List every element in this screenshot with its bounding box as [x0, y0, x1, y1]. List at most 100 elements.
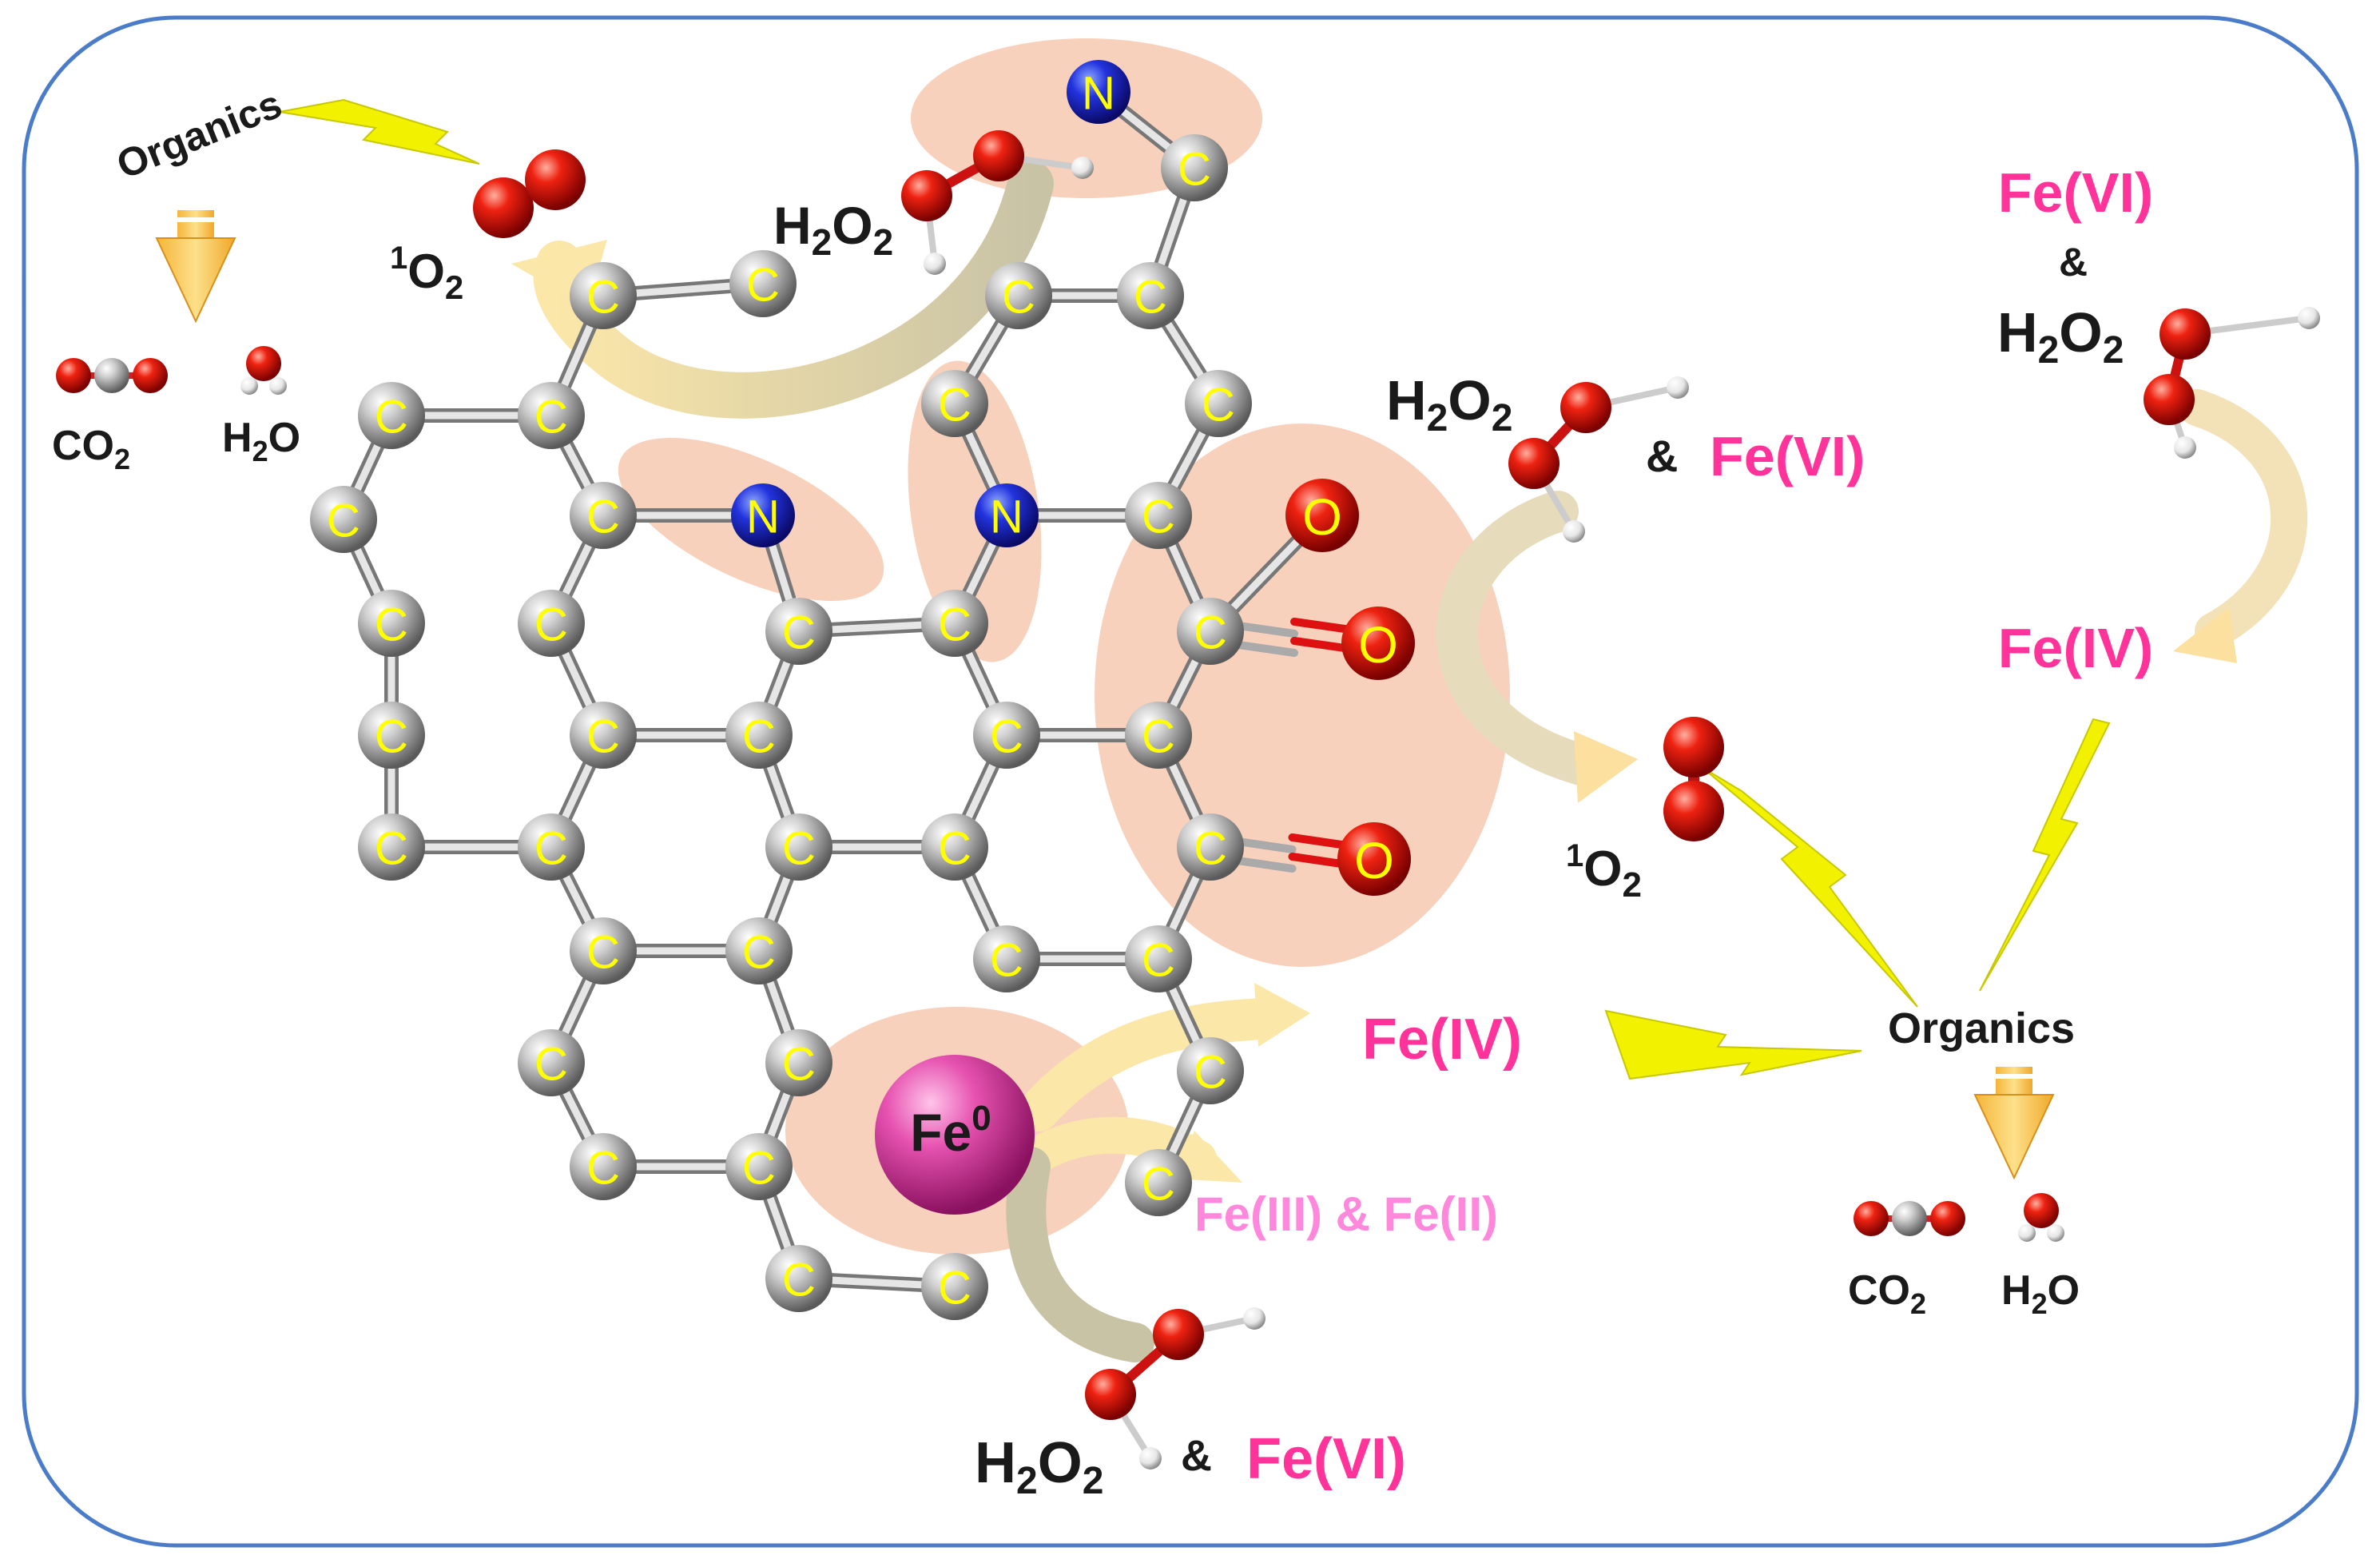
atom-symbol: C: [782, 607, 816, 659]
oxygen-atom: [2159, 308, 2211, 360]
atom-symbol: C: [1002, 272, 1035, 324]
h2o-right-h: H: [2001, 1267, 2032, 1314]
hydrogen-atom: [1563, 520, 1585, 543]
atom-symbol: N: [1082, 68, 1115, 120]
carbon-atom: [94, 358, 129, 393]
organics-right-label: Organics: [1888, 1004, 2075, 1052]
carbon-atom: C: [985, 262, 1052, 329]
singlet-o2-mid-label: O: [1583, 841, 1622, 897]
atom-symbol: C: [586, 1143, 620, 1195]
atom-symbol: C: [938, 380, 971, 432]
atom-symbol: C: [1134, 272, 1167, 324]
carbon-atom: C: [973, 925, 1040, 992]
hydrogen-atom: [1243, 1307, 1265, 1330]
hydrogen-atom: [2047, 1224, 2064, 1242]
h2o-right-molecule: [2018, 1193, 2064, 1242]
carbon-atom: C: [765, 1245, 832, 1312]
atom-symbol: C: [327, 495, 360, 547]
oxygen-atom: [1663, 781, 1724, 841]
singlet-o2-mid-sup: 1: [1566, 838, 1583, 873]
h2o2-bottom-molecule: [1085, 1307, 1265, 1470]
lightning-organics-o2: [1701, 766, 1918, 1008]
co2-top-left-molecule: [56, 358, 168, 393]
h2o2-mid-o: O: [1448, 369, 1491, 432]
h2o-right-o: O: [2048, 1267, 2080, 1314]
nitrogen-atom: N: [1067, 60, 1130, 124]
oxygen-atom: [1663, 717, 1724, 778]
oxygen-atom: [2144, 374, 2195, 425]
carbon-atom: C: [518, 813, 585, 881]
hydrogen-atom: [269, 377, 287, 395]
atom-symbol: N: [990, 491, 1023, 543]
curve-h2o2-to-fe4-right: [2179, 389, 2307, 650]
svg-text:H2O2: H2O2: [975, 1431, 1103, 1502]
nitrogen-atom: N: [731, 483, 795, 547]
h2o2-top-molecule: [901, 130, 1094, 275]
atom-symbol: C: [375, 599, 408, 651]
carbon-atom: C: [725, 1133, 793, 1200]
atom-symbol: C: [1142, 1159, 1175, 1211]
carbon-atom: C: [570, 482, 637, 549]
h2o-top-left-h: H: [222, 415, 252, 461]
atom-symbol: C: [782, 823, 816, 875]
amp-bottom: &: [1181, 1432, 1212, 1480]
carbon-atom: C: [1161, 134, 1228, 201]
atom-symbol: C: [375, 823, 408, 875]
carbon-atom: C: [1125, 925, 1192, 992]
co2-top-left-label: CO: [52, 423, 114, 469]
atom-symbol: O: [1358, 616, 1398, 674]
lightning-organics-fe4-left: [1604, 1009, 1862, 1080]
oxygen-atom: [973, 130, 1024, 181]
arrowhead-fe4: [1254, 983, 1310, 1047]
atom-symbol: C: [742, 711, 776, 763]
atom-symbol: C: [375, 711, 408, 763]
co2-top-left-sub: 2: [114, 443, 130, 475]
small-molecules-layer: [56, 130, 2320, 1470]
carbon-atom: C: [765, 813, 832, 881]
oxygen-atom: [1085, 1369, 1136, 1420]
carbon-atom: C: [725, 917, 793, 984]
singlet-o2-mid-molecule: [1663, 717, 1724, 841]
carbon-atom: C: [921, 1253, 988, 1320]
curve-fe0-to-fe3: [1020, 1116, 1217, 1177]
hydrogen-atom: [2174, 436, 2196, 459]
svg-text:H2O2: H2O2: [1997, 301, 2124, 372]
oxygen-atom: [133, 358, 168, 393]
h2o2-mid-h: H: [1386, 369, 1427, 432]
carbon-atom: C: [310, 486, 377, 553]
co2-right-sub: 2: [1910, 1287, 1926, 1320]
fe3-fe2-label: Fe(III) & Fe(II): [1194, 1187, 1498, 1241]
h2o2-mid-molecule: [1508, 376, 1689, 543]
hydrogen-atom: [924, 253, 946, 275]
atom-symbol: C: [938, 1263, 971, 1314]
carbon-atom: C: [518, 382, 585, 449]
down-arrow-top-left: [155, 210, 236, 324]
arrowhead-fe3: [1174, 1131, 1242, 1183]
carbon-atom: C: [1177, 598, 1244, 665]
carbon-atom: C: [729, 250, 797, 317]
h2o2-mid-sub2: 2: [1492, 397, 1513, 439]
carbon-atom: C: [725, 702, 793, 769]
atom-symbol: C: [586, 491, 620, 543]
carbon-atom: C: [570, 917, 637, 984]
oxygen-atom: [901, 170, 952, 221]
svg-text:1O2: 1O2: [390, 241, 463, 306]
curved-arrows: [511, 161, 2307, 1362]
oxygen-atom: [56, 358, 91, 393]
atom-symbol: O: [1302, 488, 1342, 546]
carbon-atom: C: [518, 590, 585, 657]
atom-symbol: C: [782, 1255, 816, 1306]
curve-h2o2-bottom-to-fe0: [1006, 1147, 1154, 1362]
amp-mid: &: [1646, 431, 1678, 481]
atom-symbol: C: [1194, 607, 1227, 659]
fe0-particle: Fe0: [875, 1055, 1035, 1215]
carbon-atom: C: [1177, 1037, 1244, 1104]
carbon-atom: C: [1125, 702, 1192, 769]
singlet-o2-top-molecule: [473, 149, 586, 238]
h2o2-top-right-molecule: [2144, 307, 2320, 459]
carbon-atom: C: [358, 590, 425, 657]
h2o2-bottom-sub2: 2: [1083, 1460, 1104, 1502]
h2o2-top-o: O: [832, 196, 872, 255]
oxygen-atom: [2024, 1193, 2059, 1228]
carbon-atom: C: [1125, 482, 1192, 549]
